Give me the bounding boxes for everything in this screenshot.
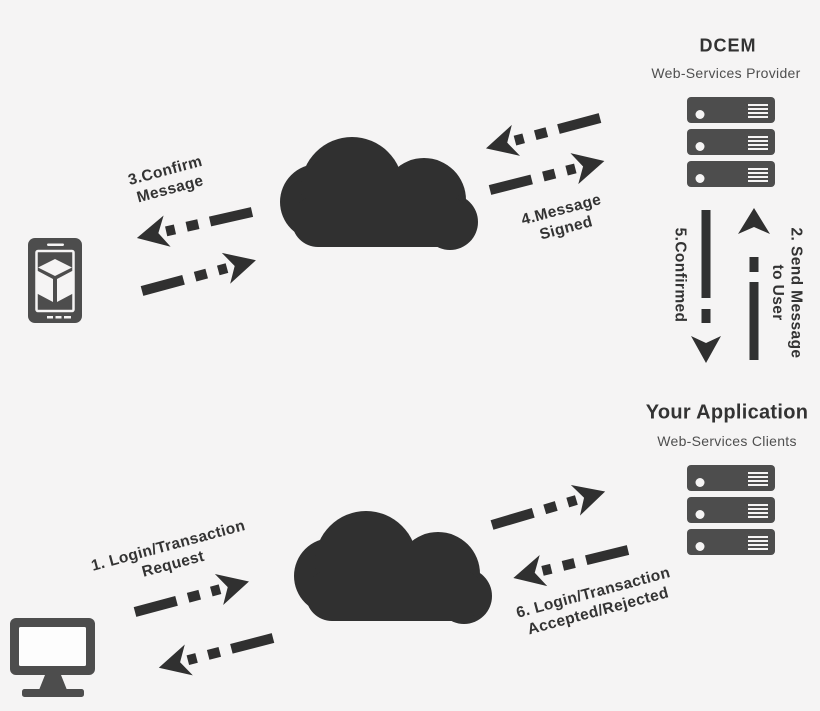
arrow-cloud-to-application	[487, 476, 609, 540]
arrow-confirmed-down	[691, 210, 721, 363]
provider-subtitle: Web-Services Provider	[651, 65, 801, 81]
server-stack-application-icon	[687, 465, 775, 555]
application-title: Your Application	[645, 401, 809, 424]
server-stack-provider-icon	[687, 97, 775, 187]
arrow-send-message-up	[738, 208, 770, 360]
arrow-provider-to-cloud	[482, 103, 604, 164]
desktop-monitor-icon	[10, 618, 95, 697]
cloud-icon-top	[280, 137, 478, 250]
flow-label-send-message: 2. Send Message to User	[769, 227, 805, 359]
flow-label-confirmed: 5.Confirmed	[671, 227, 689, 323]
application-subtitle: Web-Services Clients	[657, 433, 797, 449]
cube-icon	[37, 259, 73, 302]
arrow-cloud-to-desktop	[155, 623, 277, 684]
arrow-phone-to-cloud	[138, 245, 260, 307]
arrow-cloud-to-phone	[133, 196, 255, 253]
cloud-icon-bottom	[294, 511, 492, 624]
provider-title: DCEM	[699, 35, 757, 56]
smartphone-icon	[28, 238, 82, 323]
